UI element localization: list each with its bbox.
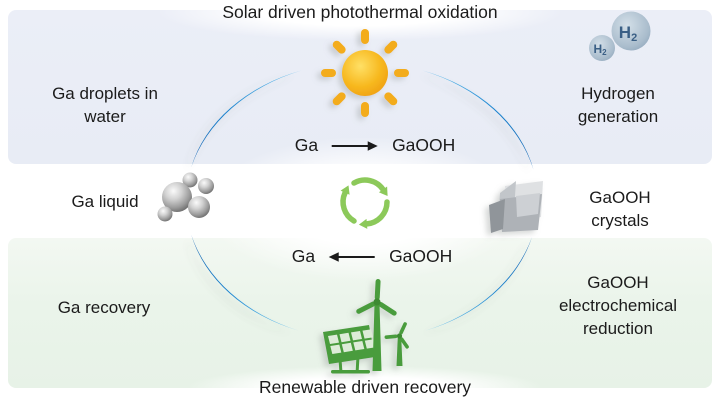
cycle-arc-top-left xyxy=(191,70,302,168)
oxidation-reactant: Ga xyxy=(294,135,319,155)
recycle-icon xyxy=(340,177,390,229)
renewable-recovery-label: Renewable driven recovery xyxy=(258,377,472,397)
h2-bubble-large-icon: H2 xyxy=(611,11,651,51)
left-arrow-icon xyxy=(329,251,376,262)
solar-panel-icon xyxy=(323,325,375,374)
gaooh-reduction-label-line1: GaOOH xyxy=(587,273,649,292)
cycle-arc-bottom-left xyxy=(191,234,299,331)
oxidation-reaction: Ga GaOOH xyxy=(295,135,456,156)
hydrogen-label-line2: generation xyxy=(577,107,659,126)
h2-label-large: H2 xyxy=(619,23,637,44)
hydrogen-label-line1: Hydrogen xyxy=(581,84,655,103)
gaooh-reduction-label-line3: reduction xyxy=(583,319,653,338)
title-highlight xyxy=(160,0,560,40)
ga-droplets-icon xyxy=(157,172,214,222)
ga-liquid-label: Ga liquid xyxy=(71,192,139,211)
ga-recovery-label: Ga recovery xyxy=(57,298,151,317)
reduction-reactant: GaOOH xyxy=(389,246,453,266)
reduction-product: Ga xyxy=(291,246,316,266)
sun-icon xyxy=(321,29,409,117)
h2-label-small: H2 xyxy=(593,42,607,57)
gaooh-reduction-label: GaOOH electrochemical reduction xyxy=(559,271,677,340)
wind-turbine-icon xyxy=(356,279,409,371)
h2-bubble-small-icon: H2 xyxy=(589,35,615,61)
renewable-energy-icon xyxy=(323,279,409,374)
gaooh-crystals-label-line1: GaOOH xyxy=(589,188,651,207)
ga-droplets-label-line1: Ga droplets in xyxy=(52,84,158,103)
gaooh-crystals-icon xyxy=(489,181,543,233)
gaooh-reduction-label-line2: electrochemical xyxy=(558,296,678,315)
gaooh-crystals-label: GaOOH crystals xyxy=(589,186,650,232)
oxidation-product: GaOOH xyxy=(392,135,456,155)
right-arrow-icon xyxy=(332,140,379,151)
hydrogen-generation-label: Hydrogen generation xyxy=(578,82,658,128)
ga-droplets-label-line2: water xyxy=(84,107,126,126)
diagram-title: Solar driven photothermal oxidation xyxy=(222,2,498,22)
reduction-reaction: Ga GaOOH xyxy=(292,246,453,267)
gaooh-crystals-label-line2: crystals xyxy=(591,211,649,230)
ga-droplets-label: Ga droplets in water xyxy=(52,82,158,128)
